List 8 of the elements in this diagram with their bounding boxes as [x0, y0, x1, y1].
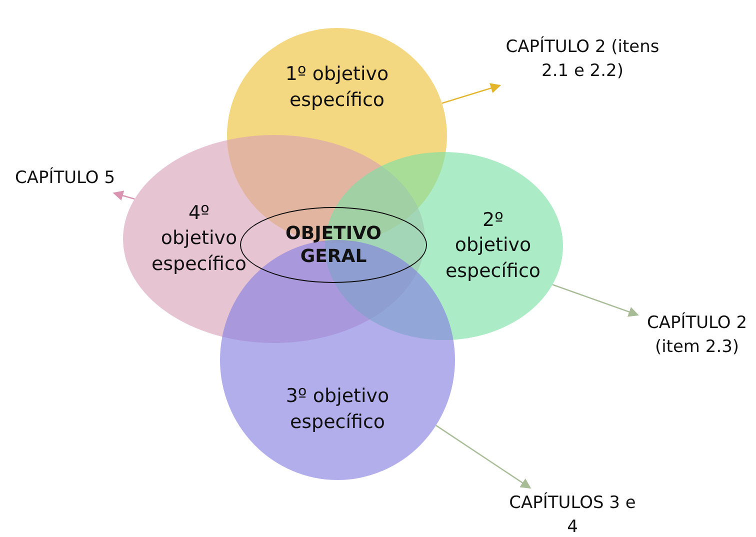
arrow: [112, 190, 135, 201]
chapter-label: CAPÍTULO 2 (itens 2.1 e 2.2): [500, 32, 665, 88]
arrow: [442, 83, 501, 104]
arrow: [552, 284, 639, 317]
chapter-label: CAPÍTULO 5: [6, 165, 124, 193]
chapter-label: CAPÍTULO 2 (item 2.3): [638, 308, 756, 364]
chapter-label: CAPÍTULOS 3 e 4: [505, 488, 640, 537]
arrow: [436, 424, 532, 489]
